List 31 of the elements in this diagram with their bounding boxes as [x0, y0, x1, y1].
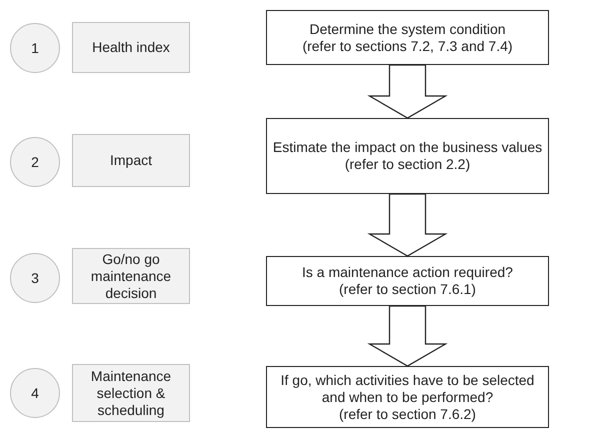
step-label-box	[72, 364, 190, 422]
section-reference: (refer to section 7.6.2)	[339, 406, 476, 422]
block-arrow	[367, 305, 448, 367]
process-description: If go, which activities have to be selected and when to be performed?	[280, 372, 536, 406]
step-number-circle	[10, 253, 60, 303]
section-reference: (refer to sections 7.2, 7.3 and 7.4)	[302, 38, 513, 54]
process-description: Is a maintenance action required?	[302, 264, 513, 281]
step-number: 4	[31, 384, 39, 402]
step-number: 2	[31, 154, 39, 170]
step-label-box	[72, 248, 190, 304]
block-arrow	[367, 64, 448, 119]
block-arrow	[367, 193, 448, 257]
step-number: 1	[31, 40, 39, 56]
step-label: Maintenance selection & scheduling	[90, 368, 172, 418]
step-number-circle	[10, 23, 60, 73]
step-label-box	[72, 22, 190, 73]
step-label-box	[72, 134, 190, 187]
step-label: Impact	[110, 152, 152, 169]
section-reference: (refer to section 7.6.1)	[339, 281, 476, 298]
process-box	[266, 10, 549, 65]
step-number-circle	[10, 368, 60, 418]
step-label: Go/no go maintenance decision	[90, 250, 172, 302]
section-reference: (refer to section 2.2)	[344, 156, 470, 173]
step-number-circle	[10, 137, 60, 187]
step-label: Health index	[92, 39, 170, 56]
process-box	[266, 118, 549, 194]
step-number: 3	[31, 270, 39, 286]
process-box	[266, 366, 549, 428]
process-description: Determine the system condition	[309, 20, 506, 38]
process-description: Estimate the impact on the business values	[272, 139, 542, 156]
process-box	[266, 256, 549, 306]
